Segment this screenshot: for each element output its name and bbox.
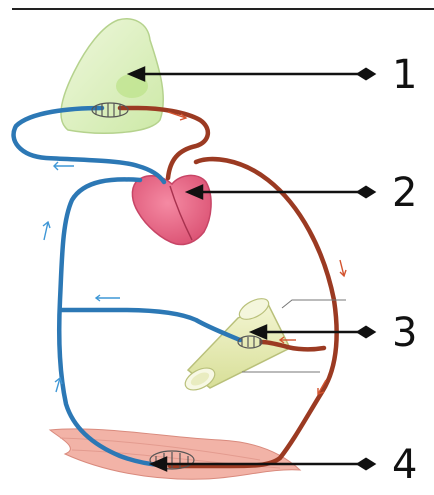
- label-4: 4: [392, 442, 417, 488]
- label-3: 3: [392, 310, 417, 356]
- label-1: 1: [392, 52, 417, 98]
- heart: [132, 175, 211, 244]
- flow-arrows: [43, 112, 346, 394]
- lung-organ: [61, 19, 163, 133]
- label-pointers: [130, 68, 374, 470]
- artery-vessels: [120, 108, 337, 466]
- label-2: 2: [392, 170, 417, 216]
